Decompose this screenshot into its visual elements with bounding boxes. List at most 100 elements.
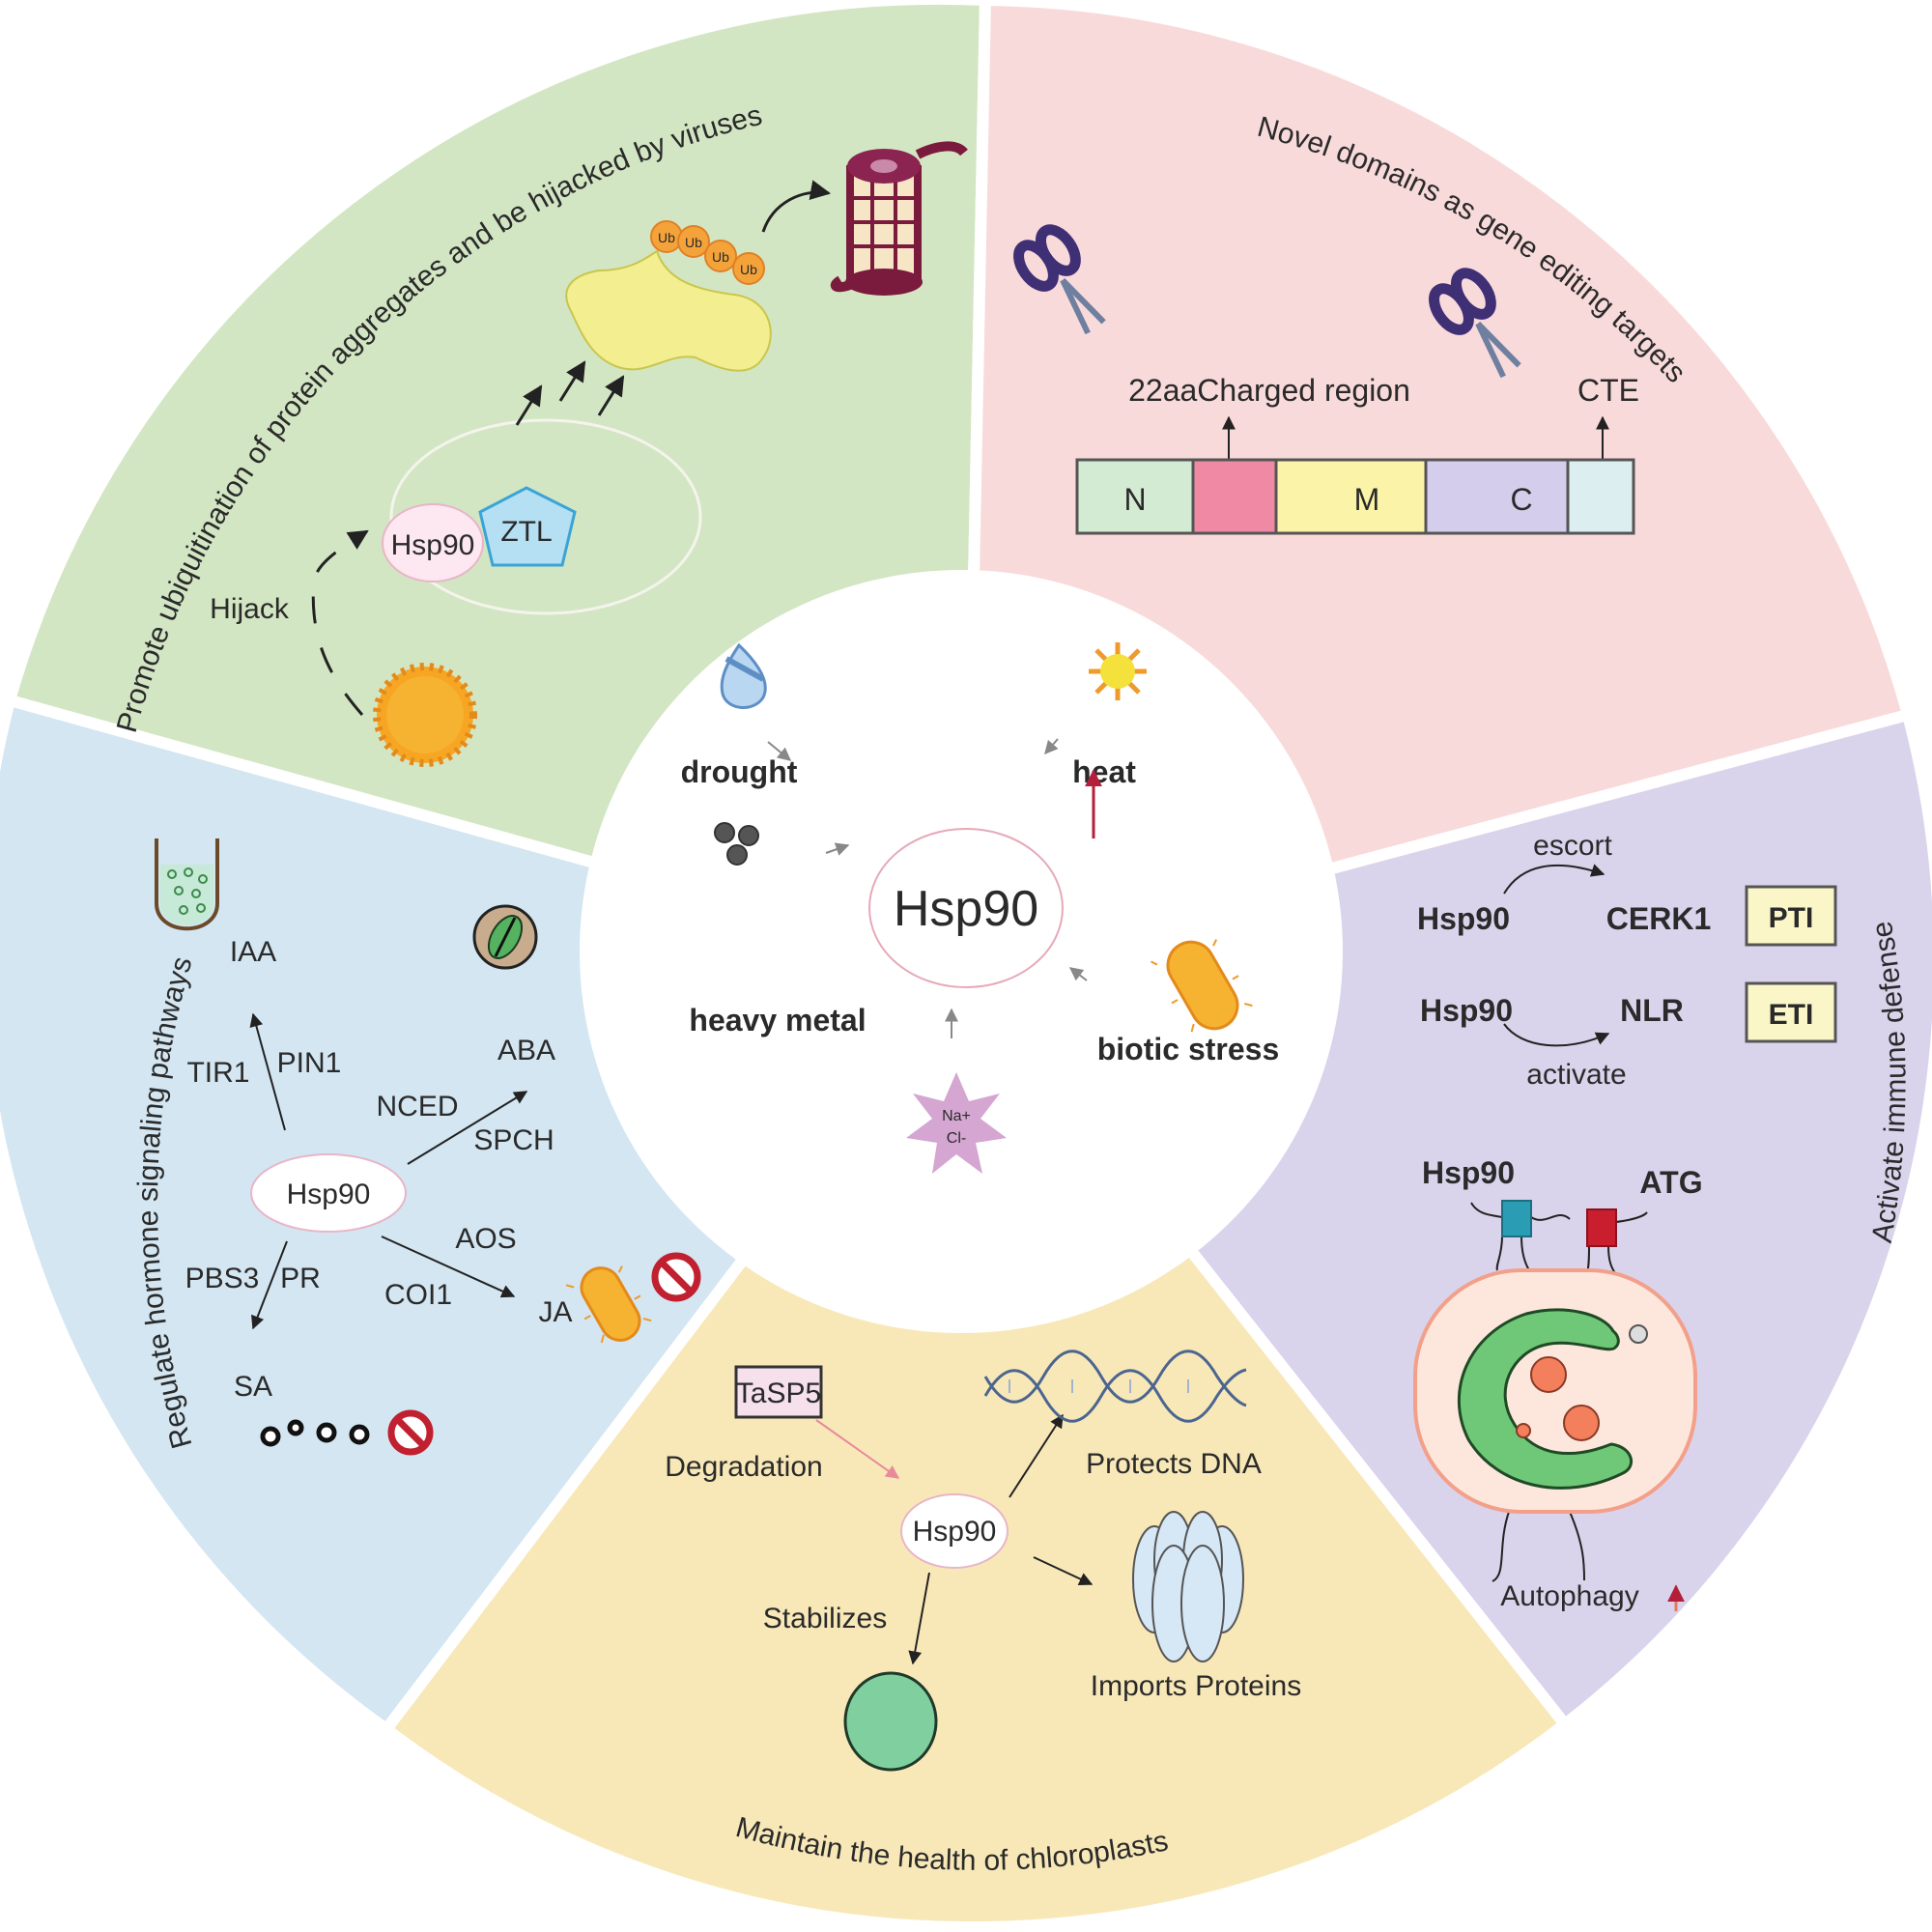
blue-hsp90-node	[250, 1153, 407, 1233]
hsp90-atg-complex-icon	[1470, 1202, 1648, 1582]
ub-label: Ub	[712, 249, 729, 265]
virus-sun-icon	[373, 663, 477, 767]
domain-n	[1075, 458, 1195, 535]
nced-label: NCED	[376, 1091, 458, 1122]
sector-yellow	[378, 956, 1574, 1932]
coi1-label: COI1	[384, 1279, 452, 1311]
pti-badge	[1745, 885, 1837, 947]
aba-label: ABA	[497, 1035, 555, 1066]
degradation-label: Degradation	[665, 1451, 822, 1483]
salt-star-icon: Na+ Cl-	[906, 1072, 1007, 1174]
domain-c-label: C	[1510, 482, 1532, 517]
autophagy-hsp90-label: Hsp90	[1422, 1155, 1515, 1190]
aba-arrow	[407, 1091, 528, 1165]
protein-aggregate-blob	[565, 249, 772, 372]
ztl-pentagon	[478, 486, 577, 567]
dna-helix-icon	[983, 1350, 1247, 1423]
ub-label: Ub	[740, 262, 757, 277]
complex-ring	[389, 418, 702, 615]
toc-complex-icon	[1132, 1511, 1244, 1662]
domain-c	[1424, 458, 1570, 535]
blue-hsp90-label: Hsp90	[287, 1179, 371, 1210]
atg-label: ATG	[1639, 1165, 1702, 1200]
iaa-label: IAA	[230, 936, 276, 968]
autophagy-label: Autophagy	[1500, 1580, 1638, 1612]
auxin-arrow	[249, 1012, 286, 1131]
green-panel: Hsp90 ZTL Hijack Ub Ub Ub Ub	[210, 141, 968, 767]
ja-label: JA	[538, 1296, 572, 1328]
stress-heavy-metal-label: heavy metal	[689, 1003, 866, 1037]
stomata-icon	[472, 904, 538, 970]
sun-icon	[1089, 642, 1147, 700]
test-tube-icon	[155, 838, 219, 931]
scissors-icon	[1429, 268, 1521, 379]
bacterium-icon	[565, 1265, 652, 1344]
escort-arrow	[1503, 864, 1605, 895]
salicylic-particles-icon	[260, 1419, 370, 1447]
pink-panel: 22aaCharged region CTE N M C	[1013, 224, 1639, 535]
domain-m-label: M	[1354, 482, 1380, 517]
blue-panel: IAA ABA Hsp90 TIR1 PIN1 NCED SPCH AOS CO…	[155, 838, 701, 1456]
proteasome-arrow	[761, 180, 832, 233]
protects-dna-label: Protects DNA	[1086, 1448, 1262, 1480]
eti-label: ETI	[1769, 999, 1814, 1031]
drought-arrow	[767, 741, 792, 761]
pin1-label: PIN1	[277, 1047, 342, 1079]
domain-m	[1274, 458, 1428, 535]
stabilizes-label: Stabilizes	[763, 1603, 887, 1634]
cte-label: CTE	[1577, 373, 1639, 408]
domain-cte	[1566, 458, 1635, 535]
row1-hsp90-label: Hsp90	[1417, 901, 1510, 936]
escort-label: escort	[1533, 830, 1612, 862]
center-panel: Hsp90 drought heat heavy metal	[681, 642, 1280, 1174]
aos-label: AOS	[455, 1223, 516, 1255]
eti-badge	[1745, 981, 1837, 1043]
domain-bar	[1075, 458, 1635, 535]
protect-dna-arrow	[1009, 1413, 1064, 1498]
tir1-label: TIR1	[186, 1057, 249, 1089]
green-hsp90-label: Hsp90	[391, 529, 475, 561]
hijack-label: Hijack	[210, 593, 290, 625]
pr-label: PR	[280, 1263, 321, 1294]
scissors-icon	[1013, 224, 1106, 335]
row2-hsp90-label: Hsp90	[1420, 993, 1513, 1028]
salt-cl-label: Cl-	[947, 1130, 966, 1147]
biotic-arrow	[1068, 967, 1088, 981]
stress-drought-label: drought	[681, 754, 798, 789]
prohibited-icon	[651, 1252, 701, 1302]
ubiquitination-arrows	[515, 360, 625, 426]
hijack-dashed-path	[311, 529, 369, 716]
charged-region-label: 22aaCharged region	[1128, 373, 1410, 408]
prohibited-icon	[387, 1409, 434, 1456]
import-arrow	[1033, 1556, 1094, 1586]
center-hsp90-label: Hsp90	[894, 881, 1038, 937]
purple-panel: escort Hsp90 CERK1 PTI Hsp90 NLR activat…	[1413, 830, 1837, 1612]
stress-biotic-label: biotic stress	[1097, 1032, 1280, 1066]
pbs3-label: PBS3	[185, 1263, 260, 1294]
cerk1-label: CERK1	[1606, 901, 1711, 936]
bacterium-icon	[1151, 939, 1253, 1033]
water-drop-slashed-icon	[720, 642, 767, 710]
ubiquitin-chain: Ub Ub Ub Ub	[650, 220, 765, 285]
sa-arrow	[251, 1240, 288, 1330]
green-hsp90-node	[382, 503, 484, 582]
center-hsp90-node	[868, 828, 1064, 988]
yellow-hsp90-label: Hsp90	[913, 1516, 997, 1548]
hsp90-block-icon	[1501, 1200, 1532, 1237]
salt-na-label: Na+	[942, 1108, 971, 1124]
heat-arrow	[1044, 738, 1059, 755]
yellow-panel: TaSP5 Degradation Hsp90 Protects DNA Imp…	[665, 1350, 1301, 1772]
autophagosome-icon	[1413, 1268, 1697, 1514]
ja-arrow	[381, 1236, 516, 1298]
degradation-arrow	[815, 1419, 900, 1479]
chloroplast-protein-icon	[843, 1671, 938, 1772]
stress-heat-label: heat	[1072, 754, 1136, 789]
yellow-hsp90-node	[900, 1493, 1009, 1569]
atg-block-icon	[1586, 1208, 1617, 1247]
spch-label: SPCH	[473, 1124, 554, 1156]
imports-proteins-label: Imports Proteins	[1091, 1670, 1301, 1702]
stabilize-arrow	[908, 1572, 930, 1665]
activate-label: activate	[1526, 1059, 1626, 1091]
tasp5-box	[734, 1365, 823, 1419]
